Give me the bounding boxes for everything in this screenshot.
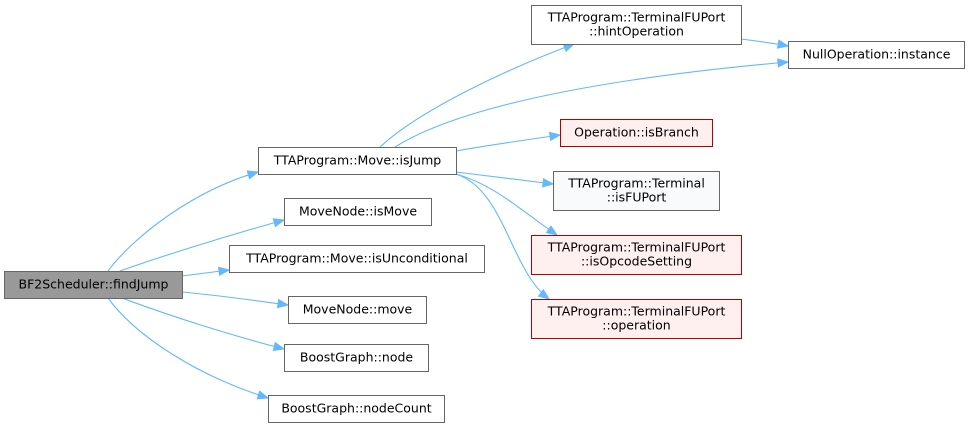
edge-line xyxy=(455,134,561,152)
edges-layer xyxy=(107,38,790,400)
edge-findJump-to-move xyxy=(181,291,290,309)
node-isJump[interactable]: TTAProgram::Move::isJump xyxy=(258,147,457,175)
node-operation[interactable]: TTAProgram::TerminalFUPort::operation xyxy=(531,299,742,339)
node-label: ::hintOperation xyxy=(589,24,684,39)
edge-line xyxy=(379,43,575,148)
edge-findJump-to-nodeCount xyxy=(107,297,270,400)
node-isMove[interactable]: MoveNode::isMove xyxy=(284,198,432,226)
node-label: ::operation xyxy=(602,318,670,333)
edge-line xyxy=(119,219,285,272)
node-box[interactable] xyxy=(553,171,720,211)
edge-isJump-to-nullInstance xyxy=(394,58,790,148)
edge-line xyxy=(455,173,550,300)
edge-findJump-to-isMove xyxy=(119,218,286,272)
arrow-head-icon xyxy=(272,218,286,228)
node-box[interactable] xyxy=(288,296,427,324)
node-findJump[interactable]: BF2Scheduler::findJump xyxy=(4,271,183,299)
arrow-head-icon xyxy=(776,39,790,49)
node-box[interactable] xyxy=(4,271,183,299)
node-label: NullOperation::instance xyxy=(803,47,951,62)
node-box[interactable] xyxy=(284,344,429,372)
edge-line xyxy=(107,297,269,399)
node-label: MoveNode::move xyxy=(303,302,413,317)
node-box[interactable] xyxy=(268,395,445,423)
node-box[interactable] xyxy=(531,235,742,275)
edge-findJump-to-isUnconditional xyxy=(181,266,231,277)
arrow-head-icon xyxy=(256,390,270,400)
node-label: ::isFUPort xyxy=(607,190,667,205)
node-label: BoostGraph::nodeCount xyxy=(281,401,431,416)
arrow-head-icon xyxy=(217,266,231,277)
arrow-head-icon xyxy=(246,170,260,180)
node-label: TTAProgram::TerminalFUPort xyxy=(547,240,726,255)
arrow-head-icon xyxy=(548,131,562,142)
node-nodeCount[interactable]: BoostGraph::nodeCount xyxy=(268,395,445,423)
node-label: TTAProgram::TerminalFUPort xyxy=(547,304,726,319)
node-box[interactable] xyxy=(284,198,432,226)
edge-isJump-to-isFUPort xyxy=(455,171,555,188)
node-box[interactable] xyxy=(788,41,965,69)
edge-findJump-to-node xyxy=(121,297,286,351)
arrow-head-icon xyxy=(276,298,290,309)
edge-line xyxy=(394,61,789,148)
edge-line xyxy=(181,291,289,306)
nodes-layer: BF2Scheduler::findJump TTAProgram::Move::… xyxy=(4,5,965,423)
arrow-head-icon xyxy=(537,288,551,300)
node-isFUPort[interactable]: TTAProgram::Terminal::isFUPort xyxy=(553,171,720,211)
edge-line xyxy=(107,171,259,272)
node-isBranch[interactable]: Operation::isBranch xyxy=(560,119,713,147)
edge-isJump-to-isBranch xyxy=(455,131,562,152)
node-label: TTAProgram::Move::isUnconditional xyxy=(245,251,468,266)
node-label: TTAProgram::Move::isJump xyxy=(273,153,442,168)
node-label: TTAProgram::TerminalFUPort xyxy=(547,10,726,25)
node-label: Operation::isBranch xyxy=(574,125,699,140)
node-node[interactable]: BoostGraph::node xyxy=(284,344,429,372)
node-label: BF2Scheduler::findJump xyxy=(19,277,169,292)
edge-hintOperation-to-nullInstance xyxy=(740,38,790,49)
edge-isJump-to-isOpcodeSetting xyxy=(455,173,559,236)
node-isOpcodeSetting[interactable]: TTAProgram::TerminalFUPort::isOpcodeSett… xyxy=(531,235,742,275)
edge-line xyxy=(455,171,554,185)
edge-line xyxy=(455,173,558,236)
node-label: BoostGraph::node xyxy=(300,350,414,365)
node-label: ::isOpcodeSetting xyxy=(581,254,692,269)
node-isUnconditional[interactable]: TTAProgram::Move::isUnconditional xyxy=(229,245,485,273)
node-box[interactable] xyxy=(531,5,742,45)
edge-line xyxy=(121,297,285,350)
node-hintOperation[interactable]: TTAProgram::TerminalFUPort::hintOperatio… xyxy=(531,5,742,45)
arrow-head-icon xyxy=(272,341,286,351)
node-nullInstance[interactable]: NullOperation::instance xyxy=(788,41,965,69)
node-box[interactable] xyxy=(560,119,713,147)
arrow-head-icon xyxy=(542,178,555,188)
edge-isJump-to-operation xyxy=(455,173,551,300)
node-label: TTAProgram::Terminal xyxy=(567,176,705,191)
node-box[interactable] xyxy=(531,299,742,339)
node-move[interactable]: MoveNode::move xyxy=(288,296,427,324)
arrow-head-icon xyxy=(777,58,790,68)
arrow-head-icon xyxy=(545,225,559,236)
node-box[interactable] xyxy=(258,147,457,175)
node-label: MoveNode::isMove xyxy=(299,204,417,219)
edge-findJump-to-isJump xyxy=(107,170,260,272)
node-box[interactable] xyxy=(229,245,485,273)
